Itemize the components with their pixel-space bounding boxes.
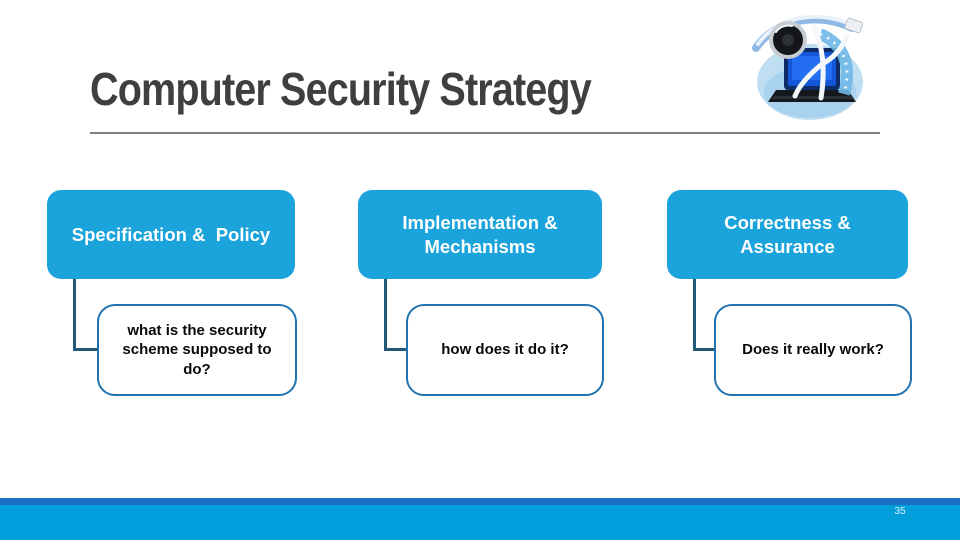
header-box-correctness-assurance: Correctness & Assurance — [667, 190, 908, 279]
laptop-network-security-clipart-icon — [752, 14, 864, 120]
child-box-implementation-question: how does it do it? — [406, 304, 604, 396]
connector-line — [384, 279, 408, 351]
page-number: 35 — [894, 506, 906, 517]
child-box-specification-question: what is the security scheme supposed to … — [97, 304, 297, 396]
header-box-implementation-mechanisms: Implementation & Mechanisms — [358, 190, 602, 279]
connector-line — [693, 279, 716, 351]
footer-accent-stripe — [0, 498, 960, 505]
title-underline — [90, 132, 880, 134]
header-box-specification-policy: Specification & Policy — [47, 190, 295, 279]
connector-line — [73, 279, 99, 351]
child-box-correctness-question: Does it really work? — [714, 304, 912, 396]
footer-band — [0, 505, 960, 540]
slide-title: Computer Security Strategy — [90, 63, 592, 115]
